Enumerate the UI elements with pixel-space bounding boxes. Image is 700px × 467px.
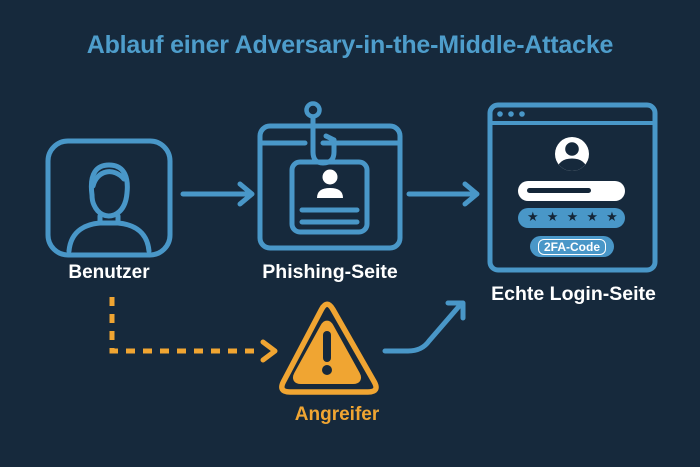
login-window-icon xyxy=(487,102,658,273)
person-icon xyxy=(66,162,152,254)
arrow-user-to-phishing-icon xyxy=(180,181,255,207)
password-mask: ★ ★ ★ ★ ★ xyxy=(527,210,620,225)
arrow-phishing-to-login-icon xyxy=(406,181,480,207)
dashed-arrow-user-to-attacker-icon xyxy=(109,297,278,363)
user-label: Benutzer xyxy=(68,262,150,283)
user-icon xyxy=(45,138,173,258)
2fa-code-badge-label: 2FA-Code xyxy=(537,238,606,255)
id-card-icon xyxy=(289,159,370,235)
phishing-site-icon xyxy=(257,101,403,251)
avatar-icon xyxy=(555,137,589,171)
username-field xyxy=(518,181,625,201)
page-title: Ablauf einer Adversary-in-the-Middle-Att… xyxy=(86,31,614,59)
browser-window-icon xyxy=(487,102,658,273)
password-field: ★ ★ ★ ★ ★ xyxy=(518,208,625,228)
exclamation-icon xyxy=(322,331,332,375)
arrow-attacker-to-login-icon xyxy=(382,300,466,354)
username-text-line xyxy=(527,188,591,193)
fish-hook-icon xyxy=(304,101,337,166)
2fa-code-badge: 2FA-Code xyxy=(530,236,614,257)
window-controls-dots-icon xyxy=(497,111,525,117)
attacker-label: Angreifer xyxy=(294,404,380,425)
warning-triangle-icon xyxy=(279,301,379,395)
phishing-site-label: Phishing-Seite xyxy=(262,261,398,283)
real-login-label: Echte Login-Seite xyxy=(491,283,656,305)
